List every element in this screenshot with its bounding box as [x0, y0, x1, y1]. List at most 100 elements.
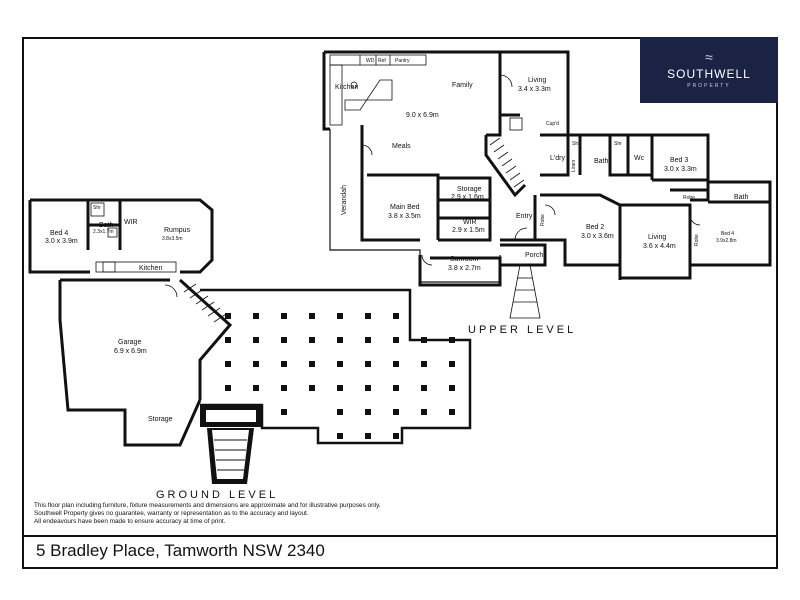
subfloor-pier [253, 385, 259, 391]
label-bed-4-upper-size: 3.9x2.8m [716, 238, 737, 244]
subfloor-pier [225, 361, 231, 367]
upper-doors [361, 74, 701, 266]
subfloor-pier [421, 337, 427, 343]
ground-steps [200, 405, 262, 484]
label-garage: Garage [118, 339, 141, 346]
label-storage-upper-size: 2.9 x 1.6m [451, 194, 484, 201]
subfloor-pier [281, 409, 287, 415]
label-robe-1: Robe [540, 214, 546, 226]
subfloor-pier [253, 361, 259, 367]
brand-mark-icon: ≈ [705, 49, 713, 65]
subfloor-pier [365, 361, 371, 367]
label-living-mid-size: 3.6 x 4.4m [643, 243, 676, 250]
subfloor-pier [365, 337, 371, 343]
subfloor-pier [449, 409, 455, 415]
subfloor-pier [365, 433, 371, 439]
label-bed-4-ground: Bed 4 [50, 230, 68, 237]
label-robe-3: Robe [694, 234, 700, 246]
label-bath-2: Bath [734, 194, 749, 201]
label-shr-1: Shr [572, 141, 580, 147]
property-address: 5 Bradley Place, Tamworth NSW 2340 [36, 541, 325, 560]
subfloor-pier [365, 385, 371, 391]
label-ldry: L'dry [550, 155, 565, 162]
subfloor-pier [253, 337, 259, 343]
subfloor-pier [393, 409, 399, 415]
ground-level-heading: GROUND LEVEL [156, 489, 278, 501]
subfloor-pier [337, 313, 343, 319]
upper-level-walls [322, 50, 772, 287]
label-linen: Linen [571, 160, 577, 172]
label-robe-2: Robe [683, 195, 695, 201]
label-shr-2: Shr [614, 141, 622, 147]
subfloor-pier [449, 385, 455, 391]
subfloor-pier [393, 313, 399, 319]
disclaimer-line: This floor plan including furniture, fix… [34, 502, 381, 509]
subfloor-pier [337, 361, 343, 367]
subfloor-pier [365, 313, 371, 319]
subfloor-pier [281, 385, 287, 391]
label-wir-upper: WIR [463, 219, 477, 226]
label-main-dims: 9.0 x 6.9m [406, 112, 439, 119]
ground-fixtures [90, 202, 227, 323]
label-cupd: Cup'd [546, 121, 559, 127]
label-meals: Meals [392, 143, 411, 150]
disclaimer-line: All endeavours have been made to ensure … [34, 518, 226, 525]
label-verandah: Verandah [341, 185, 348, 215]
subfloor-pier [365, 409, 371, 415]
label-sunroom-size: 3.8 x 2.7m [448, 265, 481, 272]
label-main-bed: Main Bed [390, 204, 420, 211]
address-divider [22, 535, 778, 537]
subfloor-pier [225, 337, 231, 343]
subfloor-pier [393, 337, 399, 343]
label-bed-4-upper: Bed 4 [721, 231, 734, 237]
label-bed-3: Bed 3 [670, 157, 688, 164]
disclaimer: This floor plan including furniture, fix… [34, 502, 474, 526]
plan-frame [22, 37, 778, 569]
porch-steps [509, 264, 541, 319]
subfloor-pier [449, 337, 455, 343]
label-pantry: Pantry [395, 58, 410, 64]
subfloor-pier [253, 313, 259, 319]
subfloor-pier [421, 385, 427, 391]
label-bath-1: Bath [594, 158, 609, 165]
subfloor-piers [225, 313, 455, 439]
upper-level-heading: UPPER LEVEL [468, 324, 576, 336]
subfloor-pier [281, 337, 287, 343]
label-rumpus: Rumpus [164, 227, 191, 234]
label-wir-upper-size: 2.9 x 1.5m [452, 227, 485, 234]
brand-logo: ≈ SOUTHWELL PROPERTY [640, 37, 778, 103]
label-wir-ground: WIR [124, 219, 138, 226]
subfloor-pier [337, 433, 343, 439]
label-wd: WD [366, 58, 375, 64]
upper-stairs [489, 137, 525, 188]
subfloor-pier [225, 385, 231, 391]
label-kitchen-upper: Kitchen [335, 84, 358, 91]
label-entry: Entry [516, 213, 533, 220]
label-wc: Wc [634, 155, 645, 162]
subfloor-pier [393, 361, 399, 367]
label-shr-ground: Shr [93, 205, 101, 211]
label-storage-upper: Storage [457, 186, 482, 193]
subfloor-pier [309, 361, 315, 367]
subfloor-pier [337, 337, 343, 343]
label-ref: Ref [378, 58, 386, 64]
subfloor-pier [281, 361, 287, 367]
subfloor-pier [449, 361, 455, 367]
subfloor-pier [393, 385, 399, 391]
label-rumpus-size: 3.8x3.5m [162, 236, 183, 242]
label-kitchen-ground: Kitchen [139, 265, 162, 272]
subfloor-pier [309, 385, 315, 391]
label-bed-3-size: 3.0 x 3.3m [664, 166, 697, 173]
disclaimer-line: Southwell Property gives no guarantee, w… [34, 510, 309, 517]
subfloor-pier [421, 409, 427, 415]
subfloor-pier [309, 313, 315, 319]
upper-kitchen-fixtures [329, 54, 523, 131]
ground-level-walls [28, 198, 233, 447]
label-porch: Porch [525, 252, 543, 259]
subfloor-pier [281, 313, 287, 319]
label-storage-ground: Storage [148, 416, 173, 423]
subfloor-pier [309, 337, 315, 343]
subfloor-pier [337, 385, 343, 391]
label-bed-4-ground-size: 3.0 x 3.9m [45, 238, 78, 245]
